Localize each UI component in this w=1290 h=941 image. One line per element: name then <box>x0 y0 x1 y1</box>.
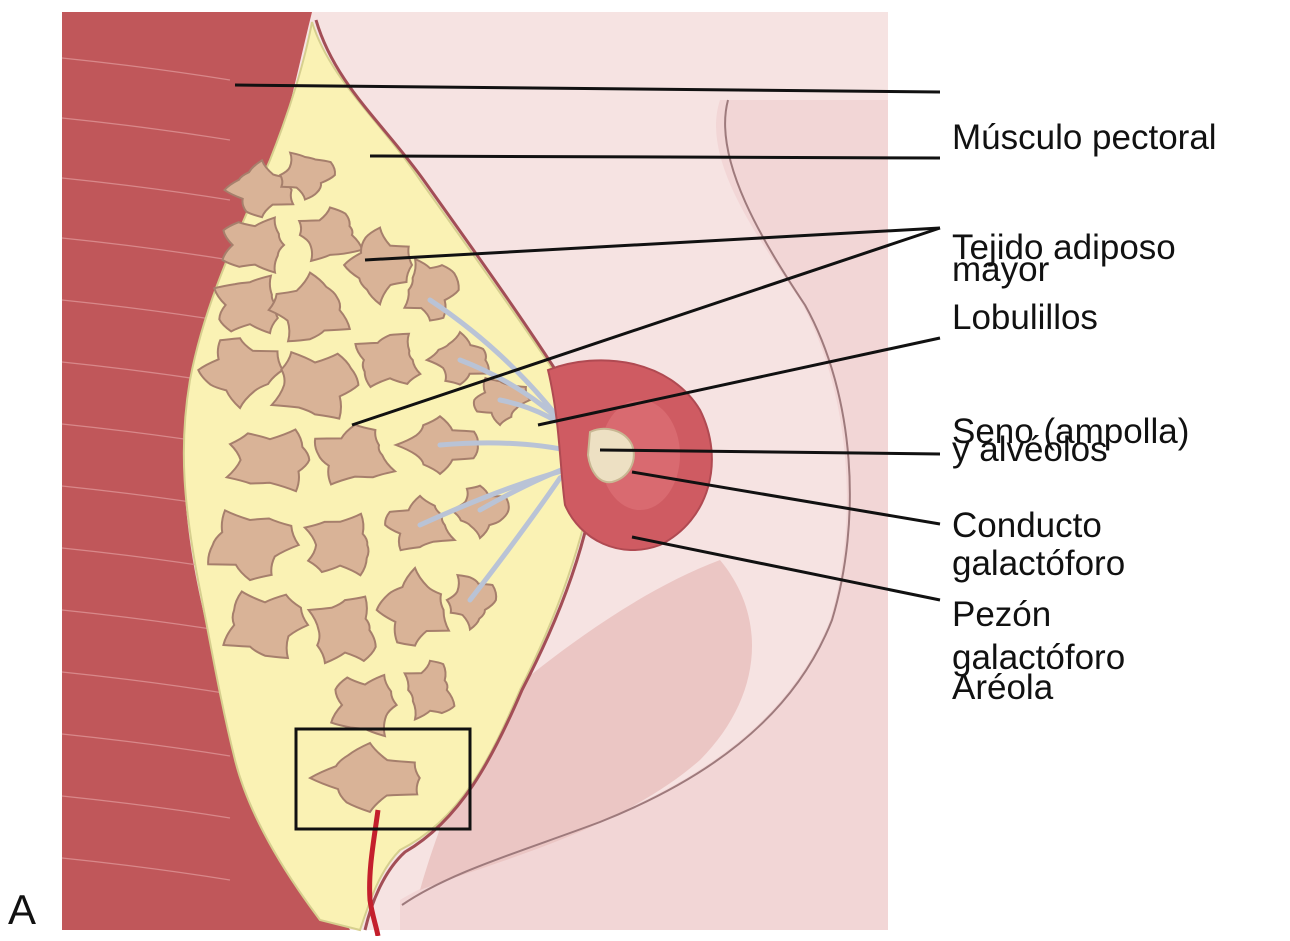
label-areola: Aréola <box>952 578 1053 798</box>
panel-letter: A <box>8 886 36 934</box>
nipple <box>588 429 634 482</box>
label-line: Aréola <box>952 666 1053 710</box>
leader-adipose <box>370 156 940 158</box>
lobule <box>223 218 285 273</box>
